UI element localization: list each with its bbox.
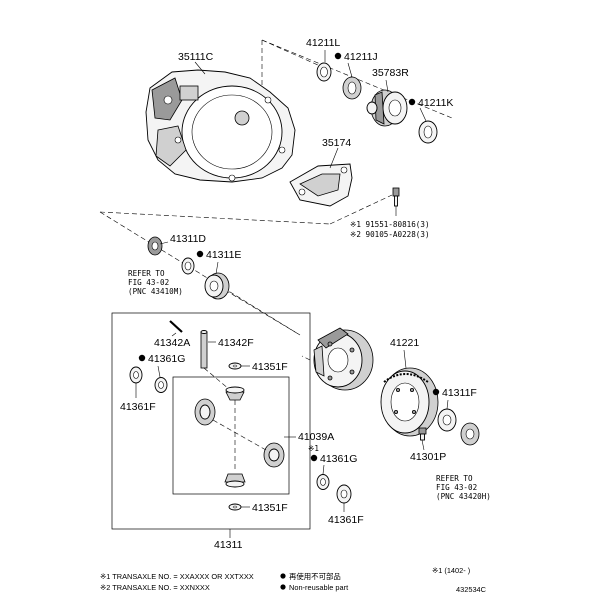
leader-line [159,241,169,245]
label-41311e: 41311E [206,249,241,261]
guide-line [99,211,301,336]
thrust-washer-41351f-icon [228,362,242,370]
label-41361f-bottom: 41361F [328,514,364,526]
label-41221: 41221 [390,337,419,349]
guide-line [261,39,453,119]
label-41342a: 41342A [154,337,190,349]
label-35174: 35174 [322,137,351,149]
label-41311: 41311 [214,539,243,551]
label-41361g-top: 41361G [148,353,185,365]
shim-41311e-icon [181,257,195,275]
label-bolt-variant-2: ※2 90105-A0228(3) [350,230,430,239]
legend-english: Non-reusable part [289,583,348,592]
guide-line [301,355,311,361]
label-35783r: 35783R [372,67,409,79]
label-41311f: 41311F [442,387,477,399]
bearing-41311e-icon [204,272,230,300]
refer-note-1-line-3: (PNC 43410M) [128,287,183,296]
transaxle-case-icon [145,69,296,183]
pinion-shaft-41342f-icon [200,330,208,369]
guide-line [212,419,267,451]
differential-35783r-icon [366,89,408,127]
side-gear-left-icon [194,398,216,426]
refer-note-2-line-1: REFER TO [436,474,473,483]
leader-line [421,439,425,451]
leader-line [385,79,389,93]
label-41342f: 41342F [218,337,254,349]
label-41351f-bottom: 41351F [252,502,288,514]
leader-line [157,365,161,378]
non-reusable-marker-icon [432,388,440,396]
shim-41211l-icon [316,62,332,82]
leader-line [215,261,219,275]
label-41211k: 41211K [418,97,453,109]
non-reusable-marker-icon [138,354,146,362]
label-41211l: 41211L [306,37,340,49]
refer-note-1-line-1: REFER TO [128,269,165,278]
bearing-41211j-icon [342,76,362,100]
label-41211j: 41211J [344,51,378,63]
pinion-gear-top-icon [225,386,245,401]
bearing-41311f-icon [460,422,480,446]
non-reusable-marker-icon [334,52,342,60]
refer-note-2-line-2: FIG 43-02 [436,483,477,492]
guide-line [99,211,331,225]
cover-plate-35174-icon [289,163,353,207]
leader-line [403,349,407,369]
leader-line [347,62,353,78]
non-reusable-legend-icon [280,584,286,590]
footer-range-note: ※1 (1402- ) [432,566,470,575]
leader-line [322,464,325,475]
label-bolt-variant-1: ※1 91551-80816(3) [350,220,430,229]
non-reusable-legend-icon [280,573,286,579]
side-gear-right-icon [263,442,285,468]
bolt-icon [392,187,400,207]
label-41311d: 41311D [170,233,206,245]
legend-japanese: 再使用不可部品 [289,572,341,581]
variant-marker-1: ※1 [308,444,319,453]
non-reusable-marker-icon [196,250,204,258]
label-41039a: 41039A [298,431,334,443]
refer-note-2-line-3: (PNC 43420H) [436,492,491,501]
label-35111c: 35111C [178,51,214,63]
leader-line [446,399,449,410]
shim-41311f-icon [437,408,457,432]
footer-note-2: ※2 TRANSAXLE NO. = XXNXXX [100,583,210,592]
pinion-gear-group-box [172,376,290,495]
ring-gear-41221-icon [380,367,439,437]
leader-line [171,332,177,337]
pin-41342a-icon [169,320,183,333]
oil-seal-41311d-icon [147,236,163,256]
bearing-41211k-icon [418,120,438,144]
non-reusable-marker-icon [408,98,416,106]
refer-note-1-line-2: FIG 43-02 [128,278,169,287]
leader-line [194,61,206,75]
leader-line [419,107,427,122]
footer-note-1: ※1 TRANSAXLE NO. = XXAXXX OR XXTXXX [100,572,254,581]
guide-line [261,39,321,67]
figure-id: 432534C [456,585,487,594]
washer-41361f-icon [129,366,143,384]
ring-gear-bolt-icon [418,427,427,441]
label-41301p: 41301P [410,451,446,463]
label-41361g-bottom: 41361G [320,453,357,465]
washer-41361g-icon [316,474,330,490]
label-41351f-top: 41351F [252,361,288,373]
differential-case-icon [313,327,374,391]
pinion-gear-bottom-icon [224,473,246,488]
washer-41361g-icon [154,377,168,393]
guide-line [224,289,301,336]
label-41361f-left: 41361F [120,401,156,413]
guide-line [329,194,393,225]
leader-line [329,147,339,169]
washer-41361f-icon [336,484,352,504]
differential-case-group-box [111,312,311,530]
non-reusable-marker-icon [310,454,318,462]
thrust-washer-41351f-icon [228,503,242,511]
